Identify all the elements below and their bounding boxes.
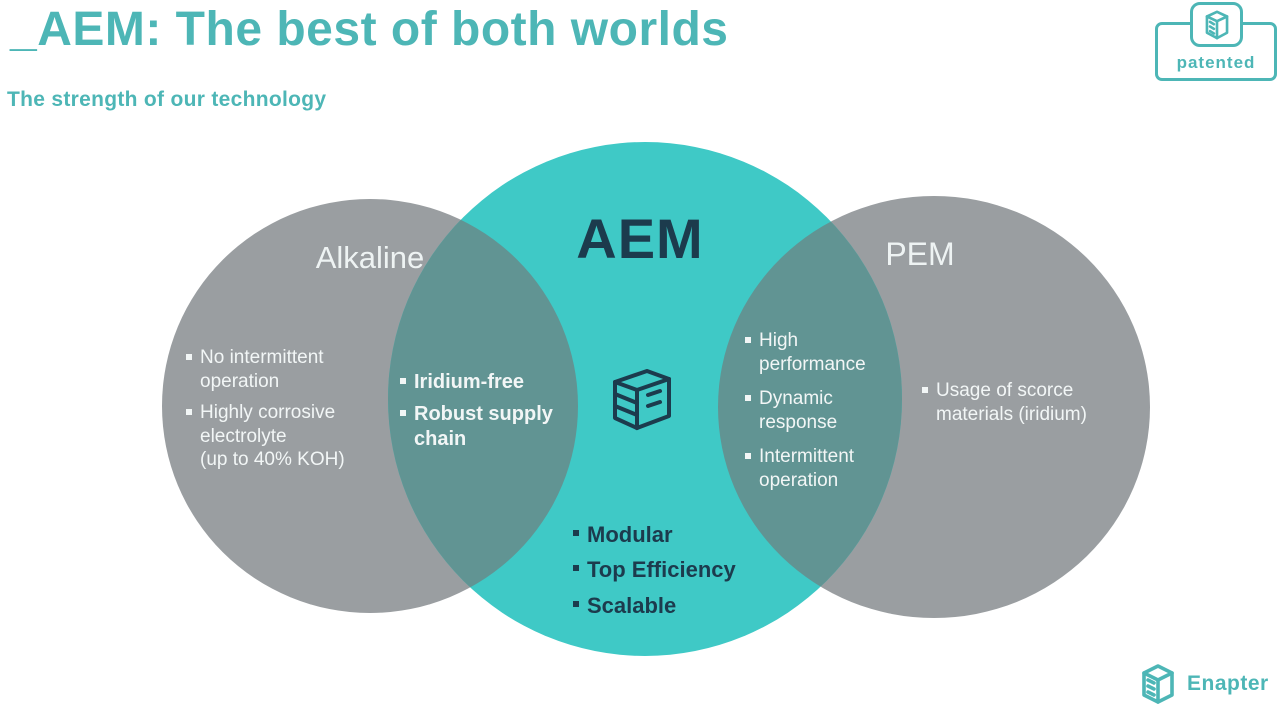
bullet-square-icon xyxy=(573,530,579,536)
patented-badge-icon-box xyxy=(1190,2,1243,47)
patented-badge-label: patented xyxy=(1176,53,1256,72)
bullet-text: Modular xyxy=(587,522,673,547)
pem-title: PEM xyxy=(885,236,955,272)
list-item: Intermittent operation xyxy=(745,445,915,492)
enapter-logo: Enapter xyxy=(1138,662,1269,706)
alkaline-aem-overlap-bullets: Iridium-free Robust supply chain xyxy=(400,370,590,458)
alkaline-title: Alkaline xyxy=(315,240,425,275)
aem-pem-overlap xyxy=(718,196,902,618)
bullet-text: Dynamic response xyxy=(759,388,838,433)
list-item: High performance xyxy=(745,329,915,376)
bullet-square-icon xyxy=(573,600,579,607)
bullet-text: No intermittent operation xyxy=(200,347,324,392)
enapter-stack-icon xyxy=(1205,10,1228,39)
list-item: Robust supply chain xyxy=(400,402,590,452)
bullet-text: Highly corrosive electrolyte (up to 40% … xyxy=(200,402,345,471)
list-item: Highly corrosive electrolyte (up to 40% … xyxy=(186,401,396,472)
bullet-text: Robust supply chain xyxy=(414,402,553,450)
list-item: Scalable xyxy=(573,592,793,619)
bullet-square-icon xyxy=(745,453,751,460)
bullet-square-icon xyxy=(745,337,751,343)
page-subtitle: The strength of our technology xyxy=(7,88,327,111)
enapter-logo-text: Enapter xyxy=(1187,672,1269,695)
bullet-square-icon xyxy=(745,395,751,402)
aem-pem-overlap-bullets: High performance Dynamic response Interm… xyxy=(745,329,915,503)
electrolyser-stack-icon xyxy=(613,369,671,430)
pem-bullets: Usage of scorce materials (iridium) xyxy=(922,379,1122,433)
list-item: Iridium-free xyxy=(400,370,590,395)
list-item: Usage of scorce materials (iridium) xyxy=(922,379,1122,426)
aem-bullets: Modular Top Efficiency Scalable xyxy=(573,521,793,627)
aem-title: AEM xyxy=(576,207,704,270)
bullet-text: Top Efficiency xyxy=(587,557,736,583)
bullet-square-icon xyxy=(400,409,406,416)
alkaline-aem-overlap xyxy=(388,199,578,613)
bullet-square-icon xyxy=(400,378,406,384)
page-title: _AEM: The best of both worlds xyxy=(10,3,729,56)
list-item: No intermittent operation xyxy=(186,346,396,393)
bullet-square-icon xyxy=(186,354,192,360)
list-item: Top Efficiency xyxy=(573,556,793,583)
bullet-square-icon xyxy=(186,409,192,416)
bullet-text: High performance xyxy=(759,330,866,375)
enapter-cube-icon xyxy=(1142,664,1174,704)
bullet-text: Intermittent operation xyxy=(759,446,855,491)
bullet-text: Usage of scorce materials (iridium) xyxy=(936,380,1087,425)
list-item: Modular xyxy=(573,521,793,548)
bullet-square-icon xyxy=(573,565,579,572)
bullet-square-icon xyxy=(922,387,928,393)
list-item: Dynamic response xyxy=(745,387,915,434)
alkaline-bullets: No intermittent operation Highly corrosi… xyxy=(186,346,396,480)
bullet-text: Scalable xyxy=(587,592,677,618)
bullet-text: Iridium-free xyxy=(414,371,525,393)
